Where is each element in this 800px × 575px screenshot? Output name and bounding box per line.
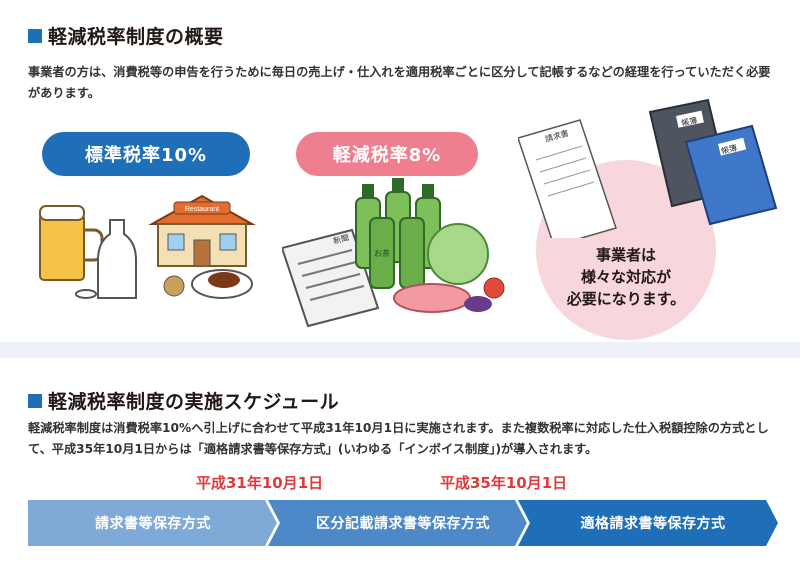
sake-bottle-icon: [75, 219, 137, 299]
ledger-blue-label: 帳簿: [720, 142, 738, 156]
date-label-2: 平成35年10月1日: [440, 474, 568, 492]
step-label-2: 区分記載請求書等保存方式: [316, 516, 490, 532]
tea-bottles-icon: お茶: [355, 178, 441, 289]
business-message: 事業者は 様々な対応が 必要になります。: [536, 244, 716, 310]
step-label-3: 適格請求書等保存方式: [580, 516, 726, 532]
standard-rate-illustration: Restaurant: [39, 194, 256, 299]
overview-title: 軽減税率制度の概要: [48, 26, 224, 48]
business-message-line2: 様々な対応が: [580, 268, 671, 286]
schedule-title: 軽減税率制度の実施スケジュール: [48, 391, 340, 413]
reduced-rate-pill: 軽減税率8%: [296, 132, 478, 176]
ledger-gray-label: 帳簿: [680, 115, 698, 128]
beer-mug-icon: [39, 205, 104, 281]
vegetables-icon: [393, 223, 505, 313]
newspaper-icon: 新聞: [282, 228, 380, 328]
restaurant-sign: Restaurant: [185, 206, 219, 213]
date-label-1: 平成31年10月1日: [196, 474, 324, 492]
heading-square-icon: [28, 393, 42, 408]
heading-square-icon: [28, 28, 42, 43]
plate-icon: [163, 269, 253, 299]
invoice-icon: 請求書: [518, 119, 617, 238]
schedule-steps: 請求書等保存方式 区分記載請求書等保存方式 適格請求書等保存方式: [28, 500, 778, 546]
tea-bottle-label: お茶: [374, 248, 390, 258]
overview-text: 事業者の方は、消費税等の申告を行うために毎日の売上げ・仕入れを適用税率ごとに区分…: [28, 65, 771, 100]
business-message-line3: 必要になります。: [566, 290, 686, 308]
step-arrow-3: [518, 500, 778, 546]
step-label-1: 請求書等保存方式: [95, 516, 211, 532]
business-message-line1: 事業者は: [595, 246, 656, 264]
reduced-rate-illustration: 新聞 お茶: [282, 178, 505, 328]
newspaper-title: 新聞: [332, 232, 350, 246]
standard-rate-pill: 標準税率10%: [42, 132, 250, 176]
step-arrow-1: [28, 500, 278, 546]
step-arrow-2: [268, 500, 528, 546]
ledger-blue-icon: 帳簿: [684, 124, 778, 226]
business-illustration: 請求書 帳簿 帳簿: [518, 98, 778, 238]
restaurant-icon: Restaurant: [148, 194, 256, 267]
schedule-heading: 軽減税率制度の実施スケジュール: [28, 387, 339, 414]
overview-heading: 軽減税率制度の概要: [28, 22, 224, 49]
schedule-text: 軽減税率制度は消費税率10%へ引上げに合わせて平成31年10月1日に実施されます…: [28, 421, 769, 456]
